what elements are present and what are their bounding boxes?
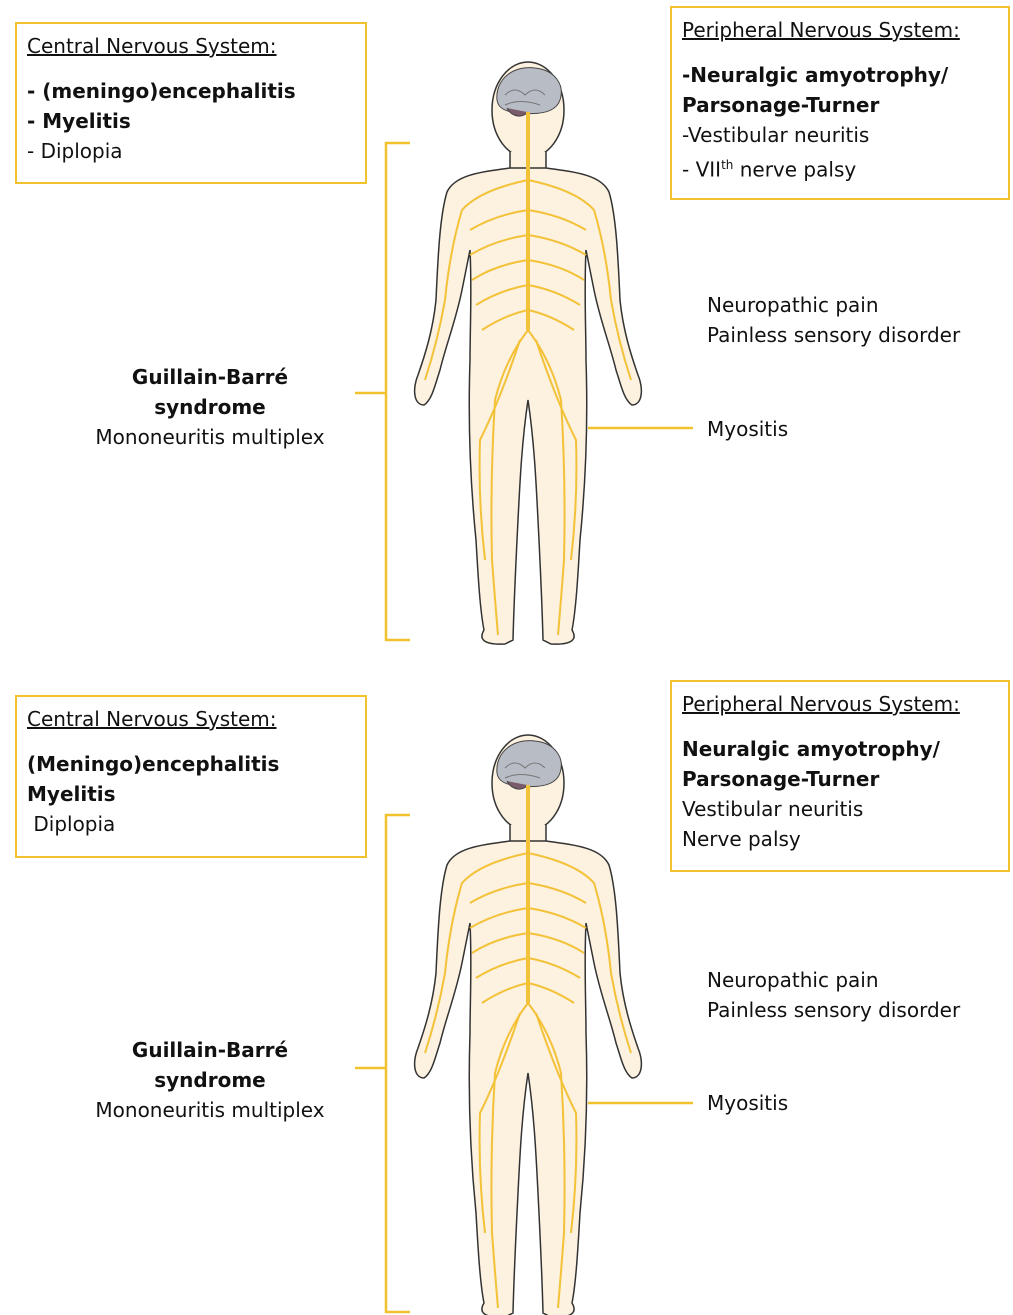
- cns-line-1: - (meningo)encephalitis: [27, 76, 355, 106]
- cns-box: Central Nervous System: (Meningo)encepha…: [15, 695, 367, 858]
- pns-title: Peripheral Nervous System:: [682, 18, 998, 42]
- pns-box: Peripheral Nervous System: Neuralgic amy…: [670, 680, 1010, 872]
- pns-line-3: Vestibular neuritis: [682, 794, 998, 824]
- cns-line-2: - Myelitis: [27, 106, 355, 136]
- gbs-bold: Guillain-Barré syndrome: [80, 362, 340, 422]
- body-bracket: [355, 815, 410, 1312]
- pns-title: Peripheral Nervous System:: [682, 692, 998, 716]
- cns-title: Central Nervous System:: [27, 34, 355, 58]
- pns-line-4: - VIIth nerve palsy: [682, 150, 998, 185]
- painless-sensory: Painless sensory disorder: [707, 320, 960, 350]
- gbs-plain: Mononeuritis multiplex: [80, 1095, 340, 1125]
- pns-line-2: Parsonage-Turner: [682, 764, 998, 794]
- body-bracket: [355, 143, 410, 640]
- diagram-panel-bottom: Central Nervous System: (Meningo)encepha…: [0, 655, 1013, 1315]
- diagram-panel-top: Central Nervous System: - (meningo)encep…: [0, 0, 1013, 660]
- cns-line-3: - Diplopia: [27, 136, 355, 166]
- cns-line-1: (Meningo)encephalitis: [27, 749, 355, 779]
- painless-sensory: Painless sensory disorder: [707, 995, 960, 1025]
- pns-line-1: Neuralgic amyotrophy/: [682, 734, 998, 764]
- myositis-label: Myositis: [707, 1088, 788, 1118]
- pns-line-1: -Neuralgic amyotrophy/: [682, 60, 998, 90]
- gbs-label: Guillain-Barré syndrome Mononeuritis mul…: [80, 1035, 340, 1125]
- human-body-icon: [415, 735, 642, 1315]
- myositis-label: Myositis: [707, 414, 788, 444]
- gbs-label: Guillain-Barré syndrome Mononeuritis mul…: [80, 362, 340, 452]
- neuropathy-label: Neuropathic pain Painless sensory disord…: [707, 965, 960, 1025]
- pns-line-2: Parsonage-Turner: [682, 90, 998, 120]
- gbs-bold: Guillain-Barré syndrome: [80, 1035, 340, 1095]
- cns-line-3: Diplopia: [27, 809, 355, 839]
- cns-title: Central Nervous System:: [27, 707, 355, 731]
- human-body-icon: [415, 62, 642, 644]
- neuropathic-pain: Neuropathic pain: [707, 290, 960, 320]
- gbs-plain: Mononeuritis multiplex: [80, 422, 340, 452]
- neuropathic-pain: Neuropathic pain: [707, 965, 960, 995]
- neuropathy-label: Neuropathic pain Painless sensory disord…: [707, 290, 960, 350]
- pns-box: Peripheral Nervous System: -Neuralgic am…: [670, 6, 1010, 200]
- pns-line-3: -Vestibular neuritis: [682, 120, 998, 150]
- cns-box: Central Nervous System: - (meningo)encep…: [15, 22, 367, 184]
- pns-line-4: Nerve palsy: [682, 824, 998, 854]
- cns-line-2: Myelitis: [27, 779, 355, 809]
